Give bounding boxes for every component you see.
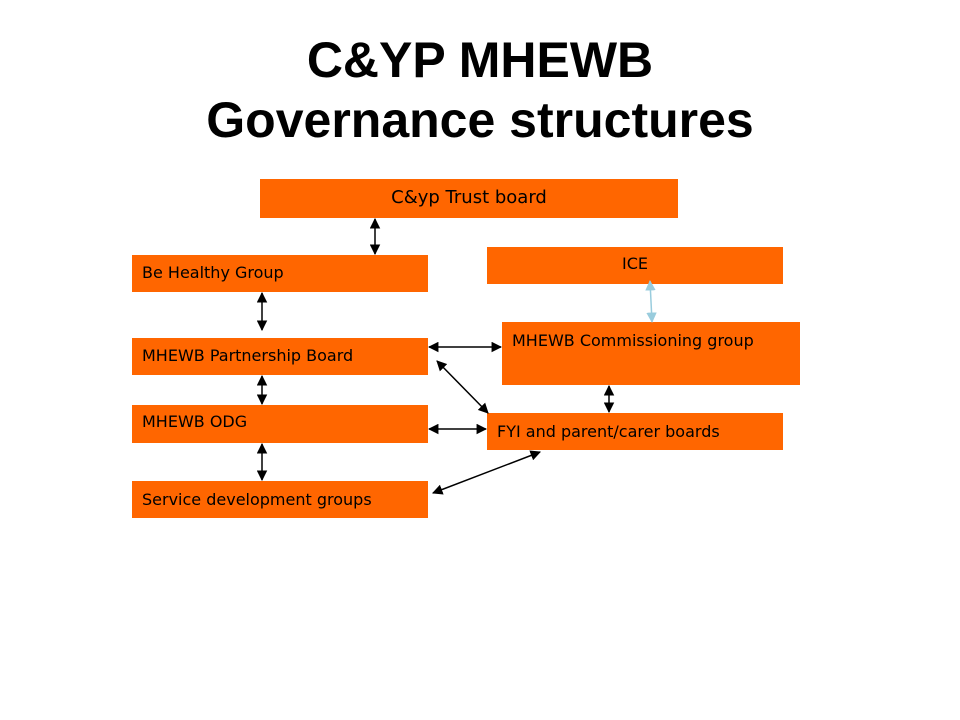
arrow-service-to-fyi bbox=[432, 450, 541, 495]
page-title: C&YP MHEWB Governance structures bbox=[0, 30, 960, 150]
node-fyi-boards-label: FYI and parent/carer boards bbox=[497, 422, 720, 441]
node-ice: ICE bbox=[487, 247, 783, 284]
node-partnership-board: MHEWB Partnership Board bbox=[132, 338, 428, 375]
node-service-dev: Service development groups bbox=[132, 481, 428, 518]
node-ice-label: ICE bbox=[622, 254, 648, 273]
node-odg: MHEWB ODG bbox=[132, 405, 428, 443]
node-partnership-board-label: MHEWB Partnership Board bbox=[142, 346, 354, 365]
node-be-healthy-label: Be Healthy Group bbox=[142, 263, 284, 282]
arrow-ice-to-commissioning bbox=[645, 279, 657, 324]
node-trust-board: C&yp Trust board bbox=[260, 179, 678, 218]
title-line-2: Governance structures bbox=[206, 92, 754, 148]
node-commissioning: MHEWB Commissioning group bbox=[502, 322, 800, 385]
title-line-1: C&YP MHEWB bbox=[306, 32, 654, 88]
node-fyi-boards: FYI and parent/carer boards bbox=[487, 413, 783, 450]
node-service-dev-label: Service development groups bbox=[142, 490, 372, 509]
arrow-partnership-to-fyi bbox=[436, 360, 489, 414]
node-trust-board-label: C&yp Trust board bbox=[391, 187, 547, 208]
node-be-healthy: Be Healthy Group bbox=[132, 255, 428, 292]
node-commissioning-label: MHEWB Commissioning group bbox=[512, 331, 754, 350]
node-odg-label: MHEWB ODG bbox=[142, 412, 248, 431]
